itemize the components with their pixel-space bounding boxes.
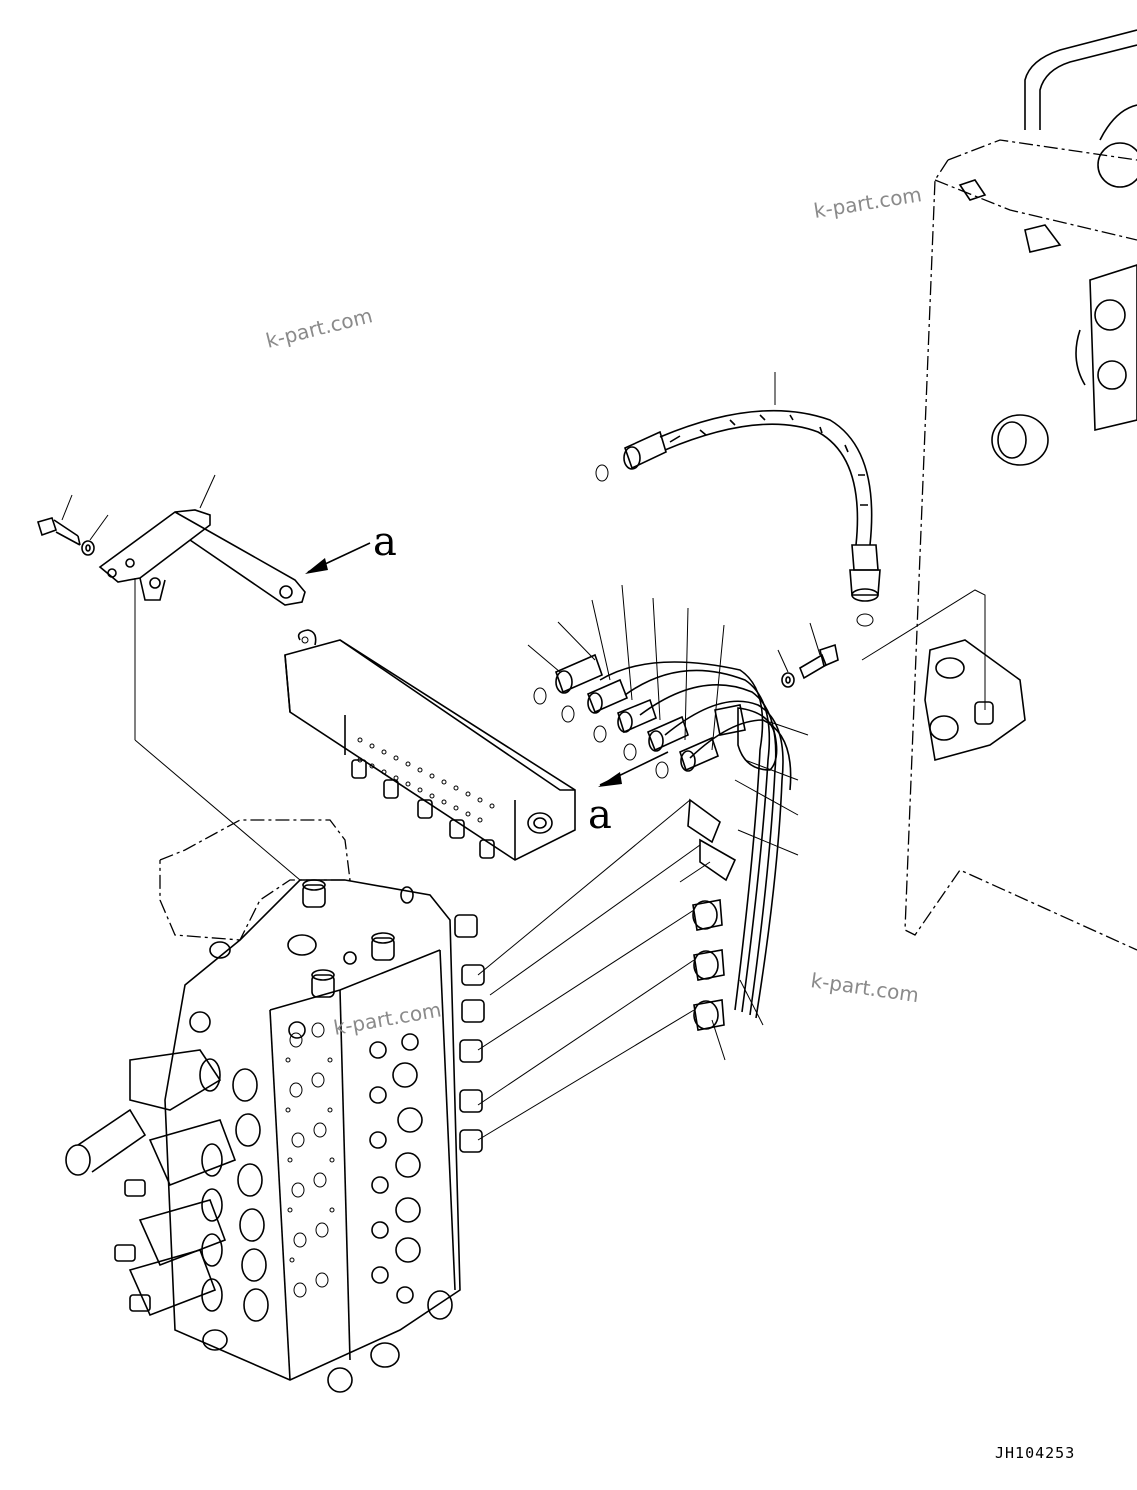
valve-spools-left	[65, 1049, 269, 1351]
valve-side-holes	[285, 1022, 335, 1298]
solenoid-manifold-block	[284, 629, 669, 861]
watermark: k-part.com	[332, 997, 443, 1040]
valve-side-ports	[327, 914, 485, 1393]
valve-top-fittings	[189, 879, 414, 1039]
machine-frame-panel	[861, 29, 1137, 951]
hydraulic-hose-long	[595, 372, 881, 627]
view-mark-a: a	[588, 792, 612, 838]
manifold-fittings	[351, 759, 495, 859]
watermark: k-part.com	[812, 182, 923, 223]
main-control-valve	[65, 739, 485, 1393]
manifold-port-holes	[357, 737, 495, 823]
view-mark-a: a	[373, 519, 397, 565]
hose-bundle	[477, 584, 839, 1141]
watermark: k-part.com	[809, 968, 920, 1007]
drawing-id: JH104253	[995, 1444, 1075, 1462]
mounting-bracket	[36, 474, 371, 740]
watermark: k-part.com	[263, 303, 374, 353]
hose-fittings	[554, 653, 737, 1031]
